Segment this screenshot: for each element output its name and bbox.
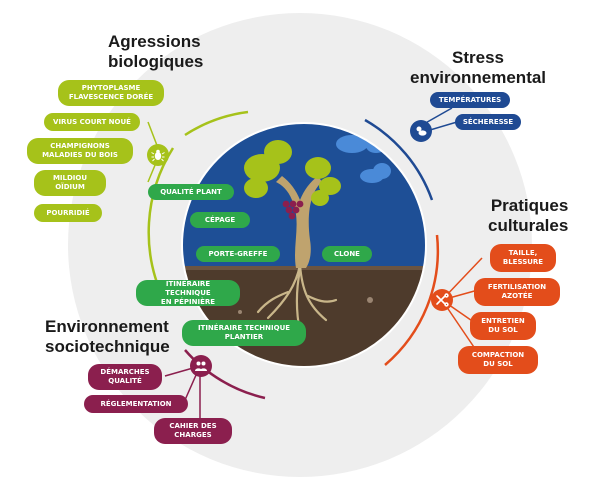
pill-label: Entretien du sol: [481, 317, 525, 334]
pill-label: Itinéraire technique en pépinière: [160, 279, 216, 306]
pill-reglementation: Réglementation: [84, 395, 188, 413]
people-icon: [190, 355, 212, 377]
central-circle-border: [181, 122, 427, 368]
pill-pourridie: Pourridié: [34, 204, 102, 222]
pill-label: Taille, blessure: [502, 249, 544, 266]
pill-entretien-du-sol: Entretien du sol: [470, 312, 536, 340]
pill-label: Phytoplasme flavescence dorée: [68, 84, 154, 101]
pill-label: Clone: [334, 249, 360, 258]
heading-stress-environnemental: Stress environnemental: [410, 48, 547, 87]
socio-arc: [184, 349, 266, 400]
biologiques-connector: [147, 121, 159, 149]
pill-cepage: Cépage: [190, 212, 250, 228]
pill-fertilisation-azotee: Fertilisation azotée: [474, 278, 560, 306]
vine-leaves: [244, 140, 341, 206]
pill-qualite-plant: Qualité plant: [148, 184, 234, 200]
roots: [256, 263, 338, 334]
pill-itineraire-pepiniere: Itinéraire technique en pépinière: [136, 280, 240, 306]
pill-label: Champignons maladies du bois: [42, 142, 118, 159]
pill-taille-blessure: Taille, blessure: [490, 244, 556, 272]
pill-label: Températures: [438, 95, 502, 104]
pill-label: Virus court noué: [53, 117, 131, 126]
pill-label: Qualité plant: [160, 187, 222, 196]
pill-champignons: Champignons maladies du bois: [27, 138, 133, 164]
pill-secheresse: Sécheresse: [455, 114, 521, 130]
stone: [367, 297, 373, 303]
pruning-shears-icon: [431, 289, 453, 311]
bug-icon: [147, 144, 169, 166]
pill-cahier-des-charges: Cahier des charges: [154, 418, 232, 444]
pill-itineraire-plantier: Itinéraire technique plantier: [182, 320, 306, 346]
pill-demarches-qualite: Démarches qualité: [88, 364, 162, 390]
grape-cluster: [282, 200, 304, 220]
pill-clone: Clone: [322, 246, 372, 262]
pill-porte-greffe: Porte-greffe: [196, 246, 280, 262]
weather-icon: [410, 120, 432, 142]
pill-phytoplasme: Phytoplasme flavescence dorée: [58, 80, 164, 106]
pill-label: Réglementation: [100, 399, 172, 408]
stone: [238, 310, 242, 314]
pill-virus-court-noue: Virus court noué: [44, 113, 140, 131]
stress-connector-2: [429, 121, 458, 131]
pratiques-arc: [384, 234, 440, 366]
cloud-icon-2: [360, 163, 391, 183]
pill-mildiou-oidium: Mildiou oïdium: [34, 170, 106, 196]
heading-environnement-sociotechnique: Environnement sociotechnique: [45, 317, 170, 356]
biologiques-arc: [184, 110, 249, 137]
pill-label: Démarches qualité: [100, 368, 150, 385]
stress-arc: [364, 118, 434, 201]
pill-compaction-du-sol: Compaction du sol: [458, 346, 538, 374]
heading-agressions-biologiques: Agressions biologiques: [108, 32, 204, 71]
pill-label: Porte-greffe: [208, 249, 268, 258]
heading-pratiques-culturales: Pratiques culturales: [488, 196, 569, 235]
pill-temperatures: Températures: [430, 92, 510, 108]
pill-label: Cépage: [204, 215, 236, 224]
pill-label: Fertilisation azotée: [487, 283, 547, 300]
pill-label: Itinéraire technique plantier: [197, 324, 291, 341]
pill-label: Sécheresse: [462, 117, 514, 126]
pill-label: Mildiou oïdium: [52, 174, 88, 191]
pill-label: Cahier des charges: [169, 422, 217, 439]
pill-label: Compaction du sol: [471, 351, 525, 368]
pill-label: Pourridié: [46, 208, 90, 217]
vine-trunk: [276, 176, 322, 268]
